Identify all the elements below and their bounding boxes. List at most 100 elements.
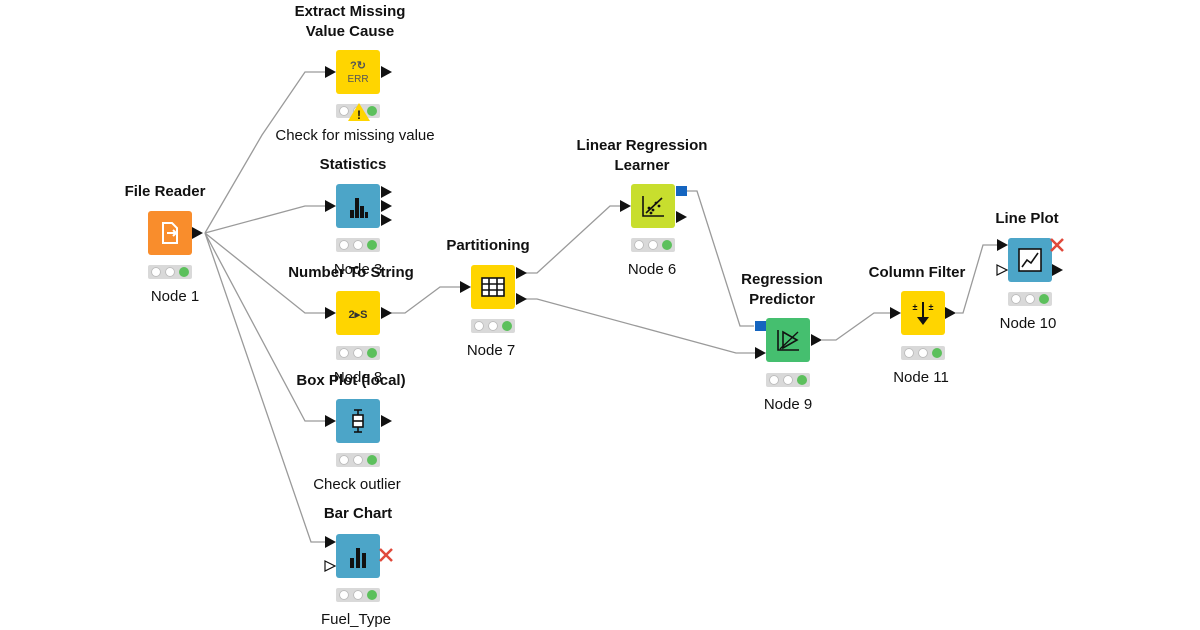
node-label-column-filter: Node 11 — [893, 369, 949, 386]
connection-number-to-string-to-partitioning[interactable] — [390, 286, 460, 314]
bar-chart-icon — [350, 548, 366, 568]
optional-input-port[interactable] — [996, 264, 1009, 276]
node-status-indicator — [336, 453, 380, 467]
connection-partitioning-to-learner[interactable] — [525, 205, 620, 274]
svg-text:±: ± — [929, 302, 934, 312]
err-icon: ?↻ ERR — [347, 60, 368, 85]
node-label-statistics: Node 3 — [333, 261, 383, 278]
output-port[interactable] — [945, 307, 956, 319]
output-port[interactable] — [1052, 264, 1063, 276]
node-status-indicator — [336, 588, 380, 602]
box-plot-node[interactable] — [336, 399, 380, 443]
extract-missing-value-cause-node[interactable]: ?↻ ERR — [336, 50, 380, 94]
output-port[interactable] — [676, 211, 687, 223]
output-port[interactable] — [516, 267, 527, 279]
regression-predictor-node[interactable] — [766, 318, 810, 362]
warning-icon[interactable]: ! — [347, 102, 371, 122]
connection-file-reader-to-missing-value[interactable] — [204, 71, 325, 234]
column-filter-node[interactable]: ± ± — [901, 291, 945, 335]
input-port[interactable] — [755, 347, 766, 359]
node-title-column-filter: Column Filter — [868, 264, 966, 281]
output-port[interactable] — [381, 200, 392, 212]
node-label-line-plot: Node 10 — [999, 315, 1057, 332]
node-status-indicator — [1008, 292, 1052, 306]
node-status-indicator — [336, 346, 380, 360]
box-plot-icon — [352, 409, 364, 433]
connection-file-reader-to-statistics[interactable] — [204, 205, 325, 234]
number-to-string-node[interactable]: 2▸S — [336, 291, 380, 335]
line-plot-node[interactable] — [1008, 238, 1052, 282]
node-status-indicator — [631, 238, 675, 252]
node-label-regression-predictor: Node 9 — [763, 396, 813, 413]
output-port[interactable] — [381, 214, 392, 226]
input-port[interactable] — [325, 307, 336, 319]
connection-file-reader-to-box-plot[interactable] — [204, 232, 325, 422]
node-status-indicator — [471, 319, 515, 333]
node-title-box-plot: Box Plot (local) — [296, 372, 406, 389]
svg-text:?↻: ?↻ — [350, 60, 366, 72]
regression-predictor-icon — [777, 330, 799, 351]
regression-learner-icon — [642, 196, 664, 217]
node-label-partitioning: Node 7 — [466, 342, 516, 359]
node-label-bar-chart: Fuel_Type — [320, 611, 392, 628]
node-label-lr-learner: Node 6 — [627, 261, 677, 278]
connection-predictor-to-column-filter[interactable] — [822, 312, 890, 341]
input-port[interactable] — [325, 536, 336, 548]
node-label-missing-value: Check for missing value — [275, 127, 435, 144]
node-title-number-to-string: Number To String — [288, 264, 414, 281]
model-input-port[interactable] — [755, 321, 766, 331]
number-to-string-icon: 2▸S — [349, 309, 368, 321]
node-label-box-plot: Check outlier — [313, 476, 401, 493]
input-port[interactable] — [460, 281, 471, 293]
svg-text:2▸S: 2▸S — [349, 309, 368, 321]
node-status-indicator — [148, 265, 192, 279]
input-port[interactable] — [325, 415, 336, 427]
output-port[interactable] — [381, 415, 392, 427]
node-title-statistics: Statistics — [319, 156, 387, 173]
output-port[interactable] — [381, 66, 392, 78]
input-port[interactable] — [325, 200, 336, 212]
connection-learner-to-predictor-model[interactable] — [687, 190, 754, 327]
output-port[interactable] — [381, 307, 392, 319]
node-title-file-reader: File Reader — [124, 183, 206, 200]
close-icon[interactable] — [378, 547, 394, 563]
input-port[interactable] — [325, 66, 336, 78]
linear-regression-learner-node[interactable] — [631, 184, 675, 228]
node-label-number-to-string: Node 8 — [333, 369, 383, 386]
close-icon[interactable] — [1049, 237, 1065, 253]
partitioning-node[interactable] — [471, 265, 515, 309]
input-port[interactable] — [997, 239, 1008, 251]
statistics-icon — [350, 198, 368, 218]
node-status-indicator — [766, 373, 810, 387]
file-reader-icon — [162, 222, 178, 244]
input-port[interactable] — [890, 307, 901, 319]
output-port[interactable] — [192, 227, 203, 239]
svg-text:ERR: ERR — [347, 74, 368, 85]
model-output-port[interactable] — [676, 186, 687, 196]
output-port[interactable] — [381, 186, 392, 198]
output-port[interactable] — [811, 334, 822, 346]
line-plot-icon — [1018, 248, 1042, 272]
partitioning-icon — [481, 277, 505, 297]
connection-file-reader-to-number-to-string[interactable] — [204, 232, 325, 314]
connection-file-reader-to-bar-chart[interactable] — [204, 232, 325, 543]
bar-chart-node[interactable] — [336, 534, 380, 578]
connection-column-filter-to-line-plot[interactable] — [956, 244, 997, 314]
node-title-bar-chart: Bar Chart — [323, 505, 393, 522]
optional-input-port[interactable] — [324, 560, 337, 572]
node-label-file-reader: Node 1 — [150, 288, 200, 305]
file-reader-node[interactable] — [148, 211, 192, 255]
node-title-partitioning: Partitioning — [446, 237, 530, 254]
input-port[interactable] — [620, 200, 631, 212]
statistics-node[interactable] — [336, 184, 380, 228]
column-filter-icon: ± ± — [913, 302, 934, 325]
node-status-indicator — [336, 238, 380, 252]
output-port[interactable] — [516, 293, 527, 305]
node-status-indicator — [901, 346, 945, 360]
connection-partitioning-to-predictor-data[interactable] — [525, 298, 755, 354]
svg-text:±: ± — [913, 302, 918, 312]
